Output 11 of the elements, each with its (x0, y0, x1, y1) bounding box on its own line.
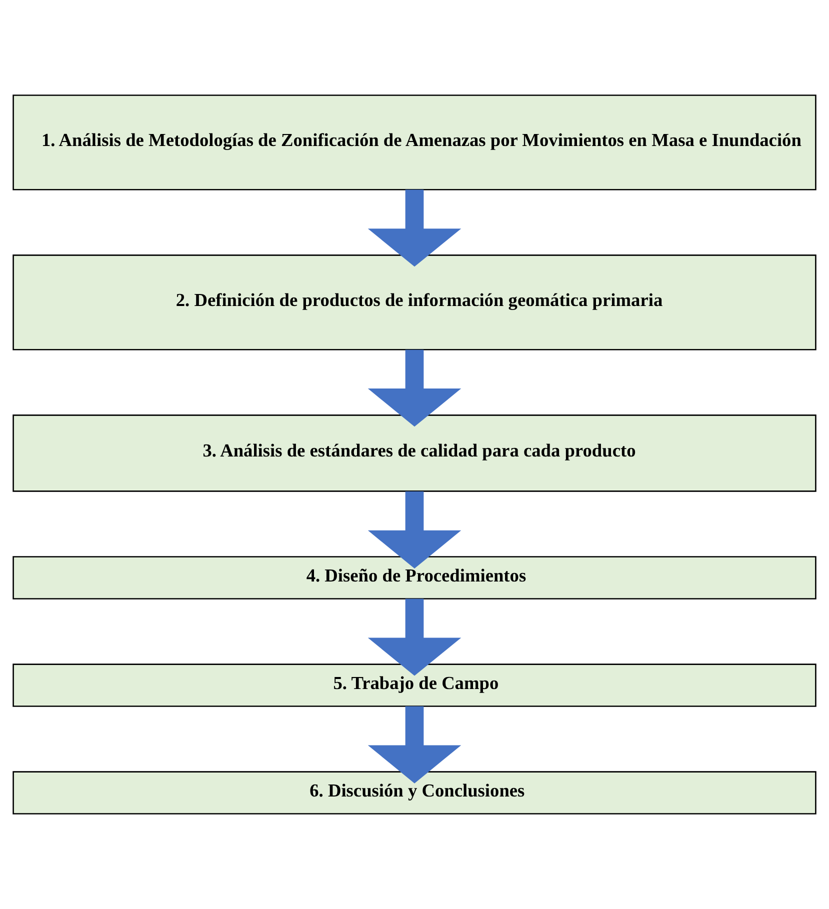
node-box: 4. Diseño de Procedimientos (12, 556, 816, 600)
arrow (368, 350, 462, 427)
arrow (368, 190, 462, 267)
node-box: 1. Análisis de Metodologías de Zonificación de Amenazas por Movimientos en Masa e Inundación (12, 94, 816, 190)
node-box: 3. Análisis de estándares de calidad para cada producto (12, 414, 816, 492)
arrow (368, 598, 462, 676)
arrow (368, 706, 462, 784)
node-box: 5. Trabajo de Campo (12, 664, 816, 707)
node-box: 2. Definición de productos de información geomática primaria (12, 254, 816, 350)
arrow (368, 491, 462, 568)
node-box: 6. Discusión y Conclusiones (12, 771, 816, 814)
